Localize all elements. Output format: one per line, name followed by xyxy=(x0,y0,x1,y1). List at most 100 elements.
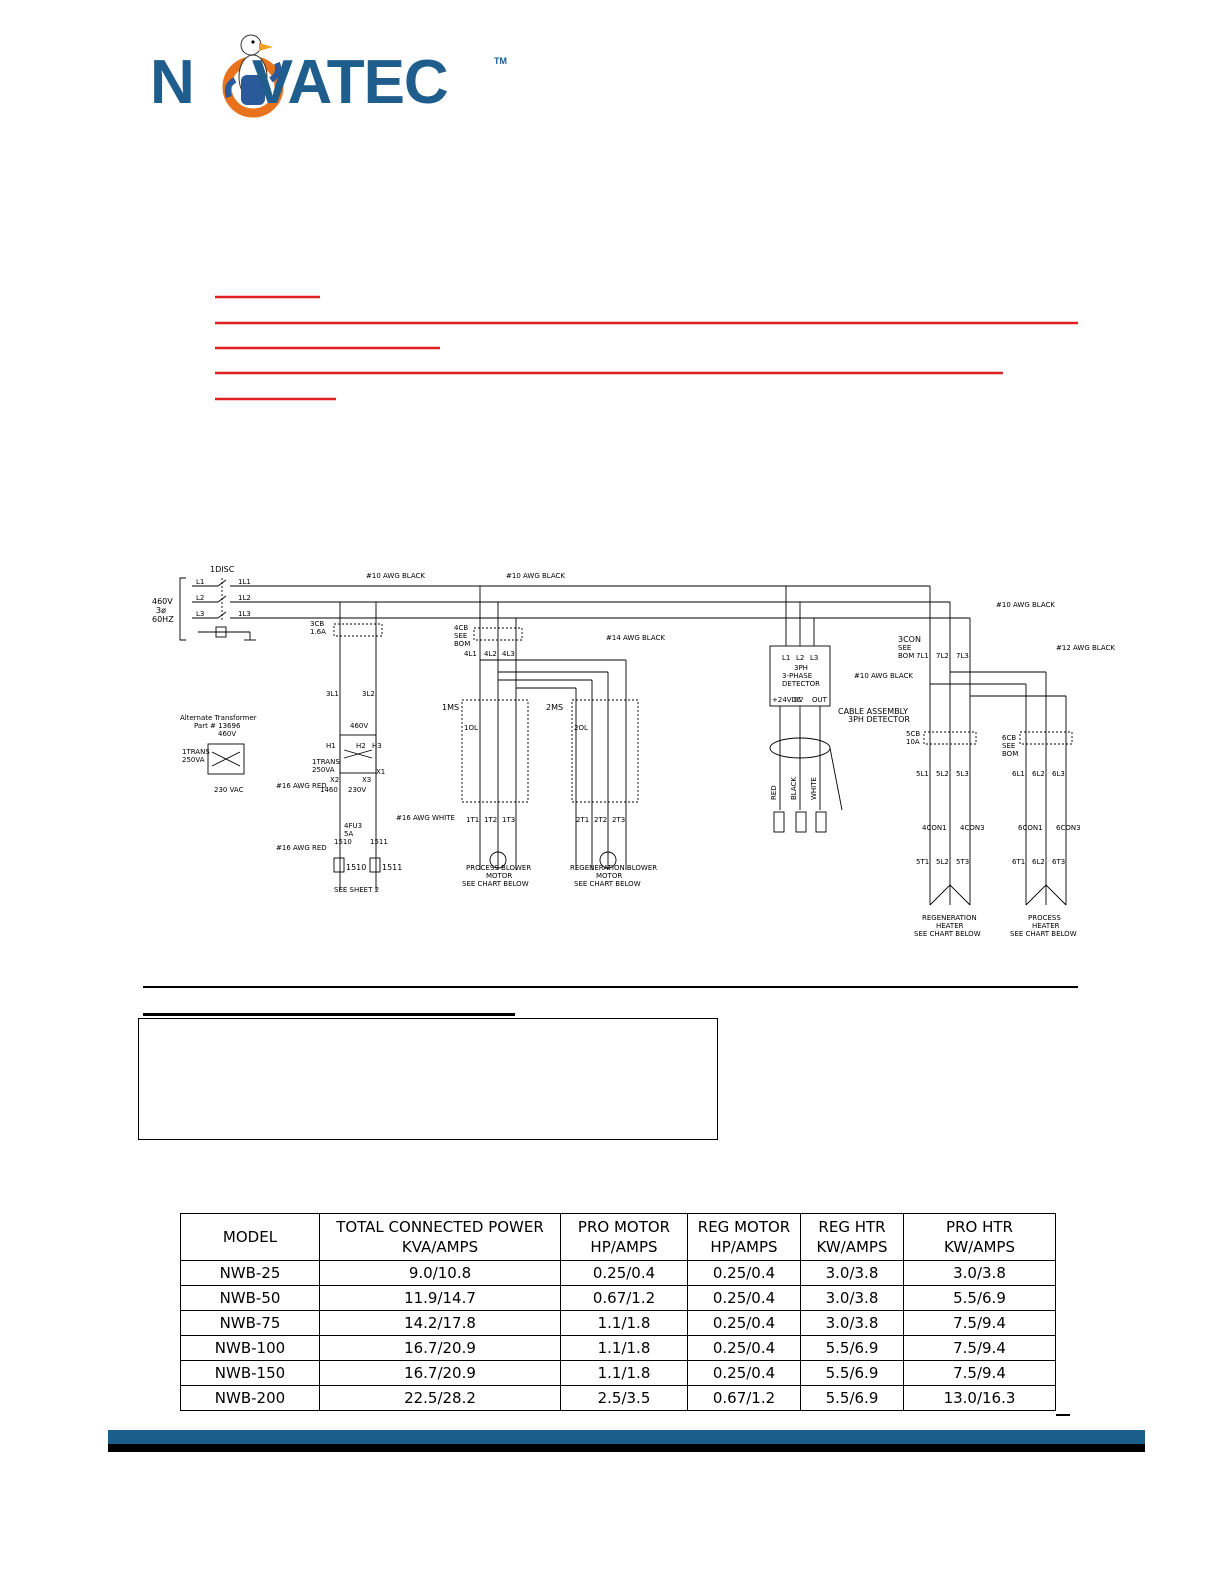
svg-text:#16 AWG WHITE: #16 AWG WHITE xyxy=(396,814,455,822)
svg-text:1TRANS: 1TRANS xyxy=(182,748,210,756)
svg-text:6L2: 6L2 xyxy=(1032,858,1045,866)
svg-text:L3: L3 xyxy=(196,610,204,618)
table-cell: 0.67/1.2 xyxy=(560,1285,688,1311)
heading-underline xyxy=(143,1013,515,1016)
svg-text:#10 AWG BLACK: #10 AWG BLACK xyxy=(506,572,565,580)
svg-text:5L1: 5L1 xyxy=(916,770,929,778)
svg-text:REGENERATION: REGENERATION xyxy=(922,914,977,922)
svg-text:10A: 10A xyxy=(906,738,920,746)
svg-text:L3: L3 xyxy=(810,654,818,662)
table-cell: 3.0/3.8 xyxy=(800,1310,904,1336)
svg-text:4CB: 4CB xyxy=(454,624,468,632)
svg-text:Alternate Transformer: Alternate Transformer xyxy=(180,714,257,722)
svg-text:BOM: BOM xyxy=(454,640,470,648)
svg-text:+24VDC: +24VDC xyxy=(772,696,802,704)
svg-text:6T3: 6T3 xyxy=(1052,858,1065,866)
svg-text:3L1: 3L1 xyxy=(326,690,339,698)
svg-text:1L2: 1L2 xyxy=(238,594,251,602)
svg-text:5T1: 5T1 xyxy=(916,858,929,866)
svg-text:BOM: BOM xyxy=(898,652,914,660)
svg-text:5L3: 5L3 xyxy=(956,770,969,778)
svg-text:L1: L1 xyxy=(196,578,204,586)
svg-text:7L1: 7L1 xyxy=(916,652,929,660)
disc-label: 1DISC xyxy=(210,565,235,574)
svg-text:X1: X1 xyxy=(376,768,385,776)
table-cell: 7.5/9.4 xyxy=(903,1310,1056,1336)
table-cell: NWB-100 xyxy=(180,1335,320,1361)
svg-text:5CB: 5CB xyxy=(906,730,920,738)
table-cell: 0.25/0.4 xyxy=(687,1335,801,1361)
svg-text:HEATER: HEATER xyxy=(936,922,964,930)
svg-text:SEE SHEET 2: SEE SHEET 2 xyxy=(334,886,379,894)
svg-text:1511: 1511 xyxy=(382,863,402,872)
svg-text:5L2: 5L2 xyxy=(936,770,949,778)
svg-text:3PH: 3PH xyxy=(794,664,808,672)
svg-text:5T3: 5T3 xyxy=(956,858,969,866)
svg-text:PROCESS: PROCESS xyxy=(1028,914,1061,922)
col-model: MODEL xyxy=(180,1213,320,1261)
svg-text:#10 AWG BLACK: #10 AWG BLACK xyxy=(996,601,1055,609)
svg-text:WHITE: WHITE xyxy=(810,777,818,800)
svg-text:HEATER: HEATER xyxy=(1032,922,1060,930)
svg-text:3L2: 3L2 xyxy=(362,690,375,698)
note-box xyxy=(138,1018,718,1140)
svg-text:2OL: 2OL xyxy=(574,724,588,732)
svg-text:1460: 1460 xyxy=(320,786,338,794)
svg-text:230 VAC: 230 VAC xyxy=(214,786,244,794)
svg-text:BOM: BOM xyxy=(1002,750,1018,758)
svg-text:2MS: 2MS xyxy=(546,703,563,712)
svg-text:Part # 13696: Part # 13696 xyxy=(194,722,241,730)
svg-text:SEE CHART BELOW: SEE CHART BELOW xyxy=(1010,930,1077,938)
svg-text:H2: H2 xyxy=(356,742,366,750)
svg-text:SEE: SEE xyxy=(1002,742,1015,750)
svg-text:3CON: 3CON xyxy=(898,635,921,644)
svg-text:OUT: OUT xyxy=(812,696,828,704)
svg-text:SEE CHART BELOW: SEE CHART BELOW xyxy=(574,880,641,888)
svg-text:0V: 0V xyxy=(794,696,803,704)
table-cell: 3.0/3.8 xyxy=(903,1260,1056,1286)
svg-text:1T1: 1T1 xyxy=(466,816,479,824)
svg-text:1.6A: 1.6A xyxy=(310,628,326,636)
svg-text:4FU3: 4FU3 xyxy=(344,822,362,830)
svg-text:1T2: 1T2 xyxy=(484,816,497,824)
svg-text:7L2: 7L2 xyxy=(936,652,949,660)
section-divider xyxy=(143,986,1078,988)
svg-text:2T3: 2T3 xyxy=(612,816,625,824)
svg-text:REGENERATION BLOWER: REGENERATION BLOWER xyxy=(570,864,657,872)
svg-text:6T1: 6T1 xyxy=(1012,858,1025,866)
table-cell: 0.25/0.4 xyxy=(687,1360,801,1386)
table-cell: 0.25/0.4 xyxy=(687,1310,801,1336)
table-cell: 9.0/10.8 xyxy=(319,1260,561,1286)
svg-text:230V: 230V xyxy=(348,786,366,794)
svg-text:3CB: 3CB xyxy=(310,620,324,628)
svg-text:7L3: 7L3 xyxy=(956,652,969,660)
svg-text:1OL: 1OL xyxy=(464,724,478,732)
table-cell: NWB-75 xyxy=(180,1310,320,1336)
table-cell: 0.67/1.2 xyxy=(687,1385,801,1411)
svg-text:#12 AWG BLACK: #12 AWG BLACK xyxy=(1056,644,1115,652)
svg-text:6CON1: 6CON1 xyxy=(1018,824,1043,832)
svg-text:6L2: 6L2 xyxy=(1032,770,1045,778)
svg-text:#16 AWG RED: #16 AWG RED xyxy=(276,782,327,790)
svg-text:RED: RED xyxy=(770,785,778,800)
table-cell: NWB-200 xyxy=(180,1385,320,1411)
svg-text:SEE: SEE xyxy=(454,632,467,640)
wiring-diagram: 1DISC L1 L2 L3 1L1 1L2 1L3 460V 3ø 60HZ … xyxy=(152,565,1115,938)
footer-bar-blue xyxy=(108,1430,1145,1444)
svg-text:H3: H3 xyxy=(372,742,382,750)
svg-text:BLACK: BLACK xyxy=(790,777,798,800)
svg-text:5L2: 5L2 xyxy=(936,858,949,866)
svg-text:#16 AWG RED: #16 AWG RED xyxy=(276,844,327,852)
table-cell: 16.7/20.9 xyxy=(319,1360,561,1386)
table-cell: NWB-50 xyxy=(180,1285,320,1311)
table-cell: 13.0/16.3 xyxy=(903,1385,1056,1411)
